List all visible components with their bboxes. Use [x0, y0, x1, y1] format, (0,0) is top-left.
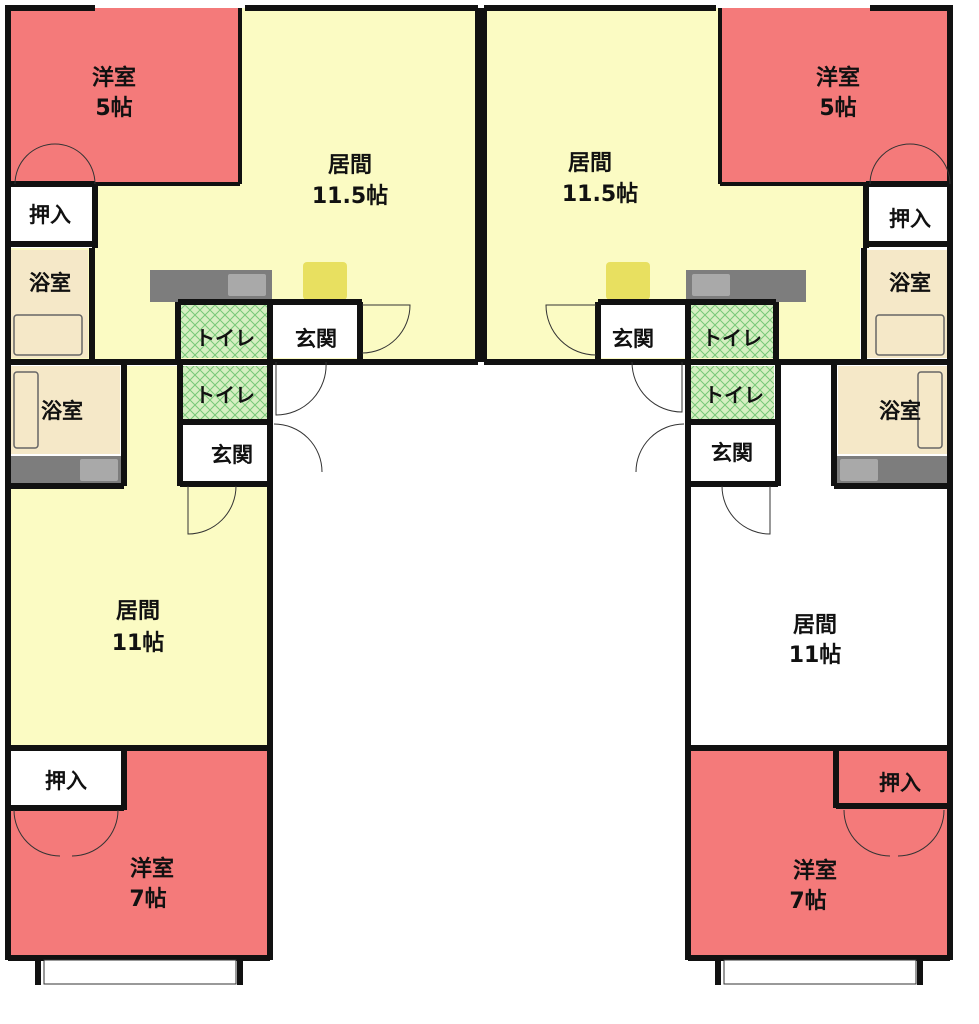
western-room-name: 洋室: [793, 858, 837, 884]
window-icon: [43, 959, 237, 985]
toilet-label: トイレ: [702, 326, 762, 350]
unit-bottom-right: [635, 362, 953, 985]
entrance-fill: [272, 302, 358, 358]
western-room-name: 洋室: [816, 65, 860, 91]
living-room-size: 11.5帖: [562, 182, 638, 207]
bath-label: 浴室: [29, 271, 71, 295]
closet-fill: [8, 750, 124, 808]
bathtub-icon: [875, 314, 945, 356]
western-room-size: 7帖: [789, 889, 826, 914]
entrance-label: 玄関: [211, 443, 253, 467]
wash-basin-icon: [303, 262, 347, 300]
unit-bottom-left: [5, 362, 323, 985]
western-room-name: 洋室: [130, 856, 174, 882]
western-room-name: 洋室: [92, 65, 136, 91]
kitchen-sink: [228, 274, 266, 296]
living-room-fill: [688, 366, 950, 746]
western-room-fill: [124, 750, 270, 956]
toilet-label: トイレ: [195, 326, 255, 350]
bath-label: 浴室: [879, 399, 921, 423]
kitchen-sink: [840, 459, 878, 481]
entrance-label: 玄関: [295, 327, 337, 351]
bathtub-icon: [13, 314, 83, 356]
living-room-name: 居間: [328, 153, 372, 178]
unit-top-left: [5, 5, 481, 416]
toilet-hatch: [690, 366, 774, 420]
entrance-fill: [182, 424, 268, 480]
window-icon: [723, 959, 917, 985]
living-room-size: 11.5帖: [312, 184, 388, 209]
entrance-fill: [690, 424, 774, 480]
closet-fill: [838, 750, 950, 806]
toilet-hatch: [180, 302, 268, 358]
closet-label: 押入: [45, 769, 87, 793]
entrance-fill: [600, 302, 688, 358]
western-room-size: 5帖: [819, 96, 856, 121]
western-room-fill: [8, 8, 240, 184]
living-room-size: 11帖: [112, 631, 165, 656]
bath-fill: [838, 366, 950, 454]
living-room-name: 居間: [116, 599, 160, 624]
entrance-label: 玄関: [612, 327, 654, 351]
closet-fill: [868, 186, 950, 240]
entrance-label: 玄関: [711, 441, 753, 465]
bathtub-icon: [13, 371, 39, 449]
bath-fill: [8, 366, 120, 454]
living-room-name: 居間: [568, 151, 612, 176]
living-room-size: 11帖: [789, 643, 842, 668]
western-room-size: 7帖: [129, 887, 166, 912]
closet-label: 押入: [29, 203, 71, 227]
bath-label: 浴室: [41, 399, 83, 423]
wash-basin-icon: [606, 262, 650, 300]
closet-label: 押入: [889, 207, 931, 231]
bath-fill: [8, 250, 88, 358]
western-room-fill: [722, 8, 950, 184]
toilet-label: トイレ: [704, 383, 764, 407]
unit-top-right: [481, 5, 953, 413]
kitchen-sink: [80, 459, 118, 481]
living-room-fill: [8, 366, 270, 746]
living-room-name: 居間: [793, 613, 837, 638]
bathtub-icon: [917, 371, 943, 449]
toilet-label: トイレ: [195, 383, 255, 407]
closet-fill: [8, 186, 92, 240]
closet-label: 押入: [879, 771, 921, 795]
toilet-hatch: [690, 302, 774, 358]
kitchen-sink: [692, 274, 730, 296]
toilet-hatch: [182, 366, 268, 420]
western-room-size: 5帖: [95, 96, 132, 121]
western-room-fill-lower: [8, 810, 128, 956]
bath-fill: [866, 250, 950, 358]
bath-label: 浴室: [889, 271, 931, 295]
